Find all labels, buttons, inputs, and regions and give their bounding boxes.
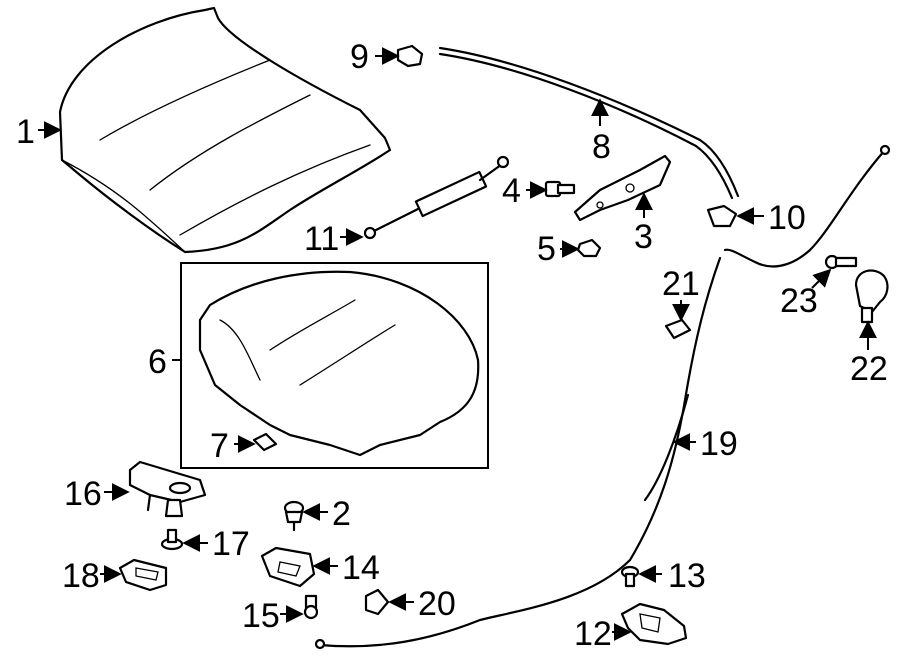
callout-10: 10 (768, 199, 806, 237)
hood-striker (128, 460, 207, 518)
insulator-box (180, 262, 489, 469)
callout-2: 2 (332, 495, 351, 533)
release-cable (314, 144, 891, 650)
callout-15: 15 (242, 597, 280, 635)
hinge-bolt (544, 180, 576, 198)
hood-panel (58, 6, 392, 254)
leader-lines (38, 47, 877, 641)
callout-16: 16 (64, 475, 102, 513)
callout-11: 11 (304, 220, 339, 258)
hood-weatherstrip (438, 46, 740, 200)
hood-hinge (573, 154, 672, 222)
callout-19: 19 (700, 425, 738, 463)
latch-bolt (620, 565, 640, 588)
bracket-screw (303, 594, 319, 620)
callout-23: 23 (780, 282, 818, 320)
handle-screw (824, 254, 858, 270)
callout-4: 4 (502, 172, 521, 210)
reinforcement-plate (118, 558, 168, 592)
insulator-clip (252, 432, 278, 452)
callout-14: 14 (342, 549, 380, 587)
striker-bolt (160, 528, 184, 551)
callout-6: 6 (148, 343, 167, 381)
callout-5: 5 (537, 230, 556, 268)
callout-21: 21 (662, 265, 700, 303)
callout-labels: 1 2 3 4 5 6 7 8 9 10 11 12 13 14 15 16 1… (16, 38, 888, 653)
callout-7: 7 (210, 427, 229, 465)
wiring-clip (364, 588, 390, 616)
retainer-clip (706, 204, 738, 228)
callout-8: 8 (592, 128, 611, 166)
callout-22: 22 (850, 350, 888, 388)
hood-lift-support (363, 155, 510, 240)
callout-13: 13 (668, 557, 706, 595)
hood-latch (620, 602, 688, 646)
callout-17: 17 (212, 525, 250, 563)
callout-18: 18 (62, 557, 100, 595)
release-handle (854, 269, 889, 324)
callout-9: 9 (350, 38, 369, 76)
stop-bumper (283, 500, 305, 532)
cable-clip (664, 318, 692, 340)
hood-bumper (396, 44, 424, 68)
latch-bracket (260, 546, 316, 588)
callout-3: 3 (634, 218, 653, 256)
callout-12: 12 (574, 615, 612, 653)
callout-1: 1 (16, 113, 35, 151)
hinge-nut (576, 238, 602, 258)
callout-20: 20 (418, 585, 456, 623)
